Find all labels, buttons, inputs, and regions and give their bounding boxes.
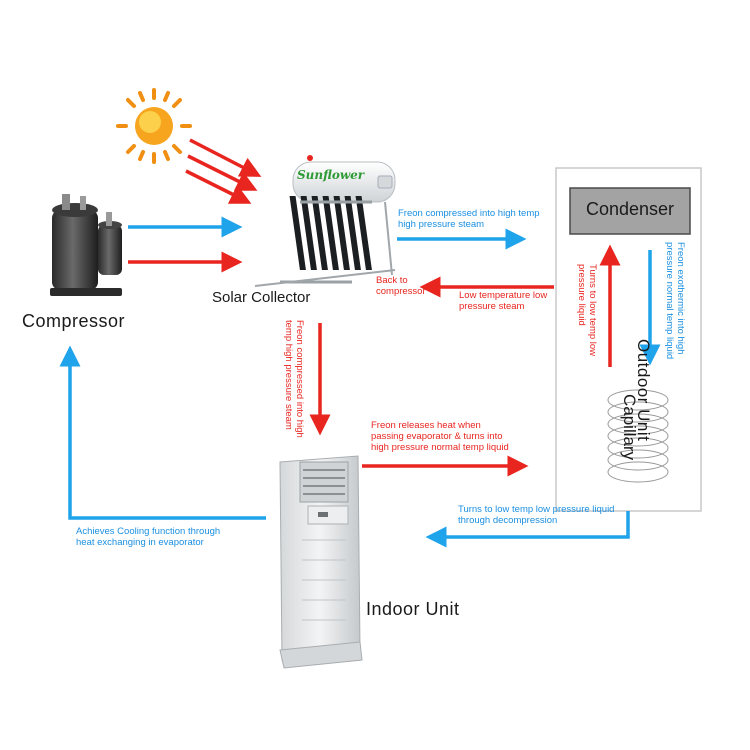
compressor-outflow-arrows [128,216,243,273]
turns-low-temp-label: Turns to low temp low pressure liquid [576,264,598,357]
indoor-unit-image [279,455,363,669]
low-temp-steam-label: Low temperature low pressure steam [459,290,548,312]
back-to-compressor-label: Back to compressor [376,275,426,297]
solar-collector-image [254,155,396,287]
compressor-image [50,194,122,296]
cooling-function-label: Achieves Cooling function through heat e… [76,526,221,548]
capillary-coil [607,389,669,483]
brand-logo: Sunflower [297,168,365,182]
cooling-return-arrow [59,345,266,520]
condenser-label: Condenser [585,199,675,219]
capillary-label: Capillary [620,394,639,461]
releases-heat-label: Freon releases heat when passing evapora… [371,420,509,453]
compressed-to-condenser-label: Freon compressed into high temp high pre… [398,208,540,230]
condenser-box [569,187,691,235]
compressor-label: Compressor [22,311,126,331]
indoor-unit-label: Indoor Unit [366,599,460,619]
compressed-to-indoor-label: Freon compressed into high temp high pre… [283,320,305,438]
decompression-label: Turns to low temp low pressure liquid th… [458,504,615,526]
solar-collector-label: Solar Collector [212,289,311,306]
decompression-arrow [425,511,630,548]
sun-icon [116,88,192,164]
sun-ray-arrows [185,138,262,204]
exothermic-label: Freon exothermic into high pressure norm… [664,242,686,360]
